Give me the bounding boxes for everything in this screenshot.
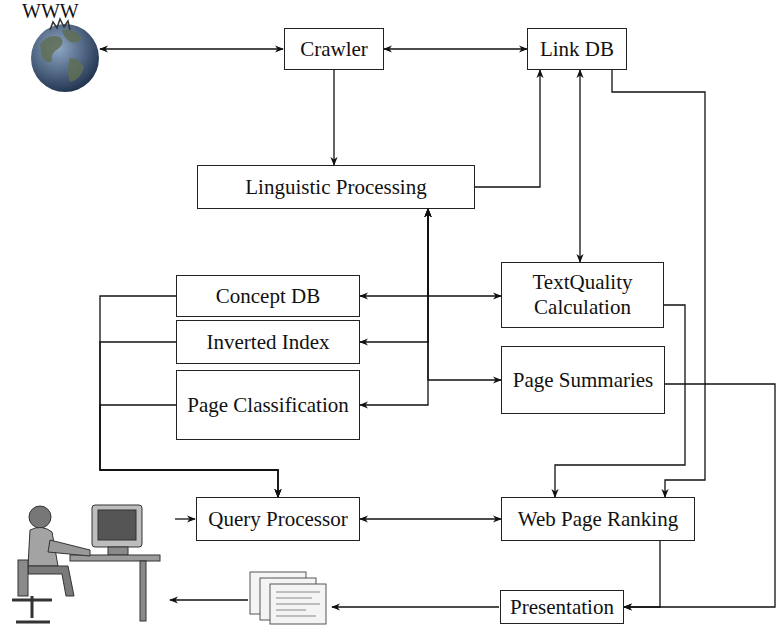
box-label: Link DB (536, 37, 618, 62)
connector (360, 209, 428, 342)
globe-label: WWW (22, 0, 79, 23)
process-box: TextQuality Calculation (501, 262, 664, 328)
box-label: Page Summaries (509, 368, 658, 393)
user-at-computer (12, 505, 160, 622)
process-box: Crawler (284, 28, 384, 70)
connector (579, 70, 580, 262)
box-label: Concept DB (212, 284, 324, 309)
connector (624, 384, 775, 607)
process-box: Page Classification (176, 370, 360, 440)
box-label: Web Page Ranking (514, 507, 682, 532)
box-label: Linguistic Processing (241, 175, 430, 200)
connector (360, 209, 428, 296)
connector (428, 209, 501, 380)
connector (475, 70, 540, 187)
www-link (100, 48, 283, 49)
box-label: Crawler (296, 37, 372, 62)
box-label: Page Classification (183, 393, 353, 418)
process-box: Link DB (527, 28, 627, 70)
process-box: Concept DB (176, 275, 360, 317)
process-box: Web Page Ranking (501, 497, 695, 541)
connector (360, 518, 501, 519)
box-label: Inverted Index (202, 330, 333, 355)
connector (333, 70, 334, 165)
globe-icon (31, 19, 99, 92)
user-query-arrow (175, 518, 195, 519)
results-arrow (332, 606, 499, 607)
process-box: Inverted Index (176, 320, 360, 364)
process-box: Query Processor (196, 497, 360, 541)
process-box: Page Summaries (501, 346, 665, 414)
box-label: Query Processor (204, 507, 351, 532)
connector (384, 48, 527, 49)
process-box: Linguistic Processing (197, 165, 475, 209)
connector (360, 209, 428, 405)
process-box: Presentation (500, 590, 624, 624)
box-label: TextQuality Calculation (502, 270, 663, 320)
results-to-user-arrow (170, 599, 248, 600)
result-pages (250, 572, 326, 624)
connector (624, 541, 660, 607)
connector (428, 209, 501, 296)
box-label: Presentation (506, 595, 618, 620)
